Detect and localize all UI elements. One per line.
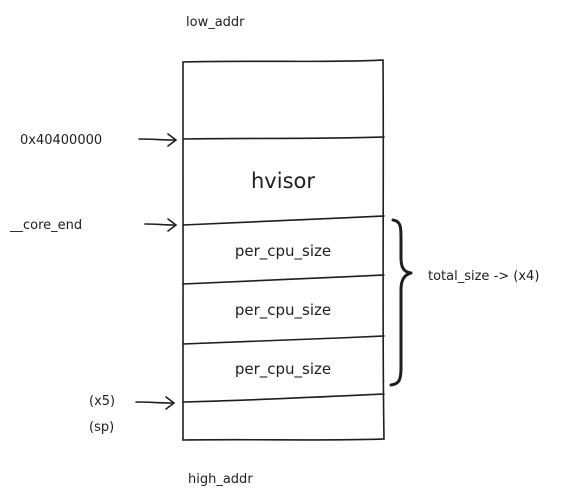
per-cpu-block-label-2: per_cpu_size [235, 301, 331, 320]
per-cpu-block-label-3: per_cpu_size [235, 360, 331, 379]
block-dividers [182, 136, 385, 403]
low-addr-label: low_addr [186, 15, 245, 30]
high-addr-label: high_addr [188, 472, 253, 487]
divider-base [182, 136, 385, 140]
total-size-brace [389, 218, 413, 387]
divider-core-end [182, 215, 385, 226]
sp-register-label: (sp) [89, 420, 114, 435]
x5-register-label: (x5) [89, 394, 115, 409]
divider-cpu-2 [182, 335, 385, 345]
hvisor-block-label: hvisor [251, 169, 315, 193]
per-cpu-block-label-1: per_cpu_size [235, 242, 331, 261]
arrow-base-address [138, 133, 177, 147]
base-address-label: 0x40400000 [20, 133, 102, 148]
divider-sp [182, 393, 385, 403]
arrow-sp [135, 396, 175, 410]
total-size-label: total_size -> (x4) [428, 269, 539, 284]
arrow-core-end [144, 218, 177, 232]
memory-stack-box [181, 59, 385, 441]
divider-cpu-1 [182, 274, 385, 285]
core-end-label: __core_end [9, 218, 82, 233]
